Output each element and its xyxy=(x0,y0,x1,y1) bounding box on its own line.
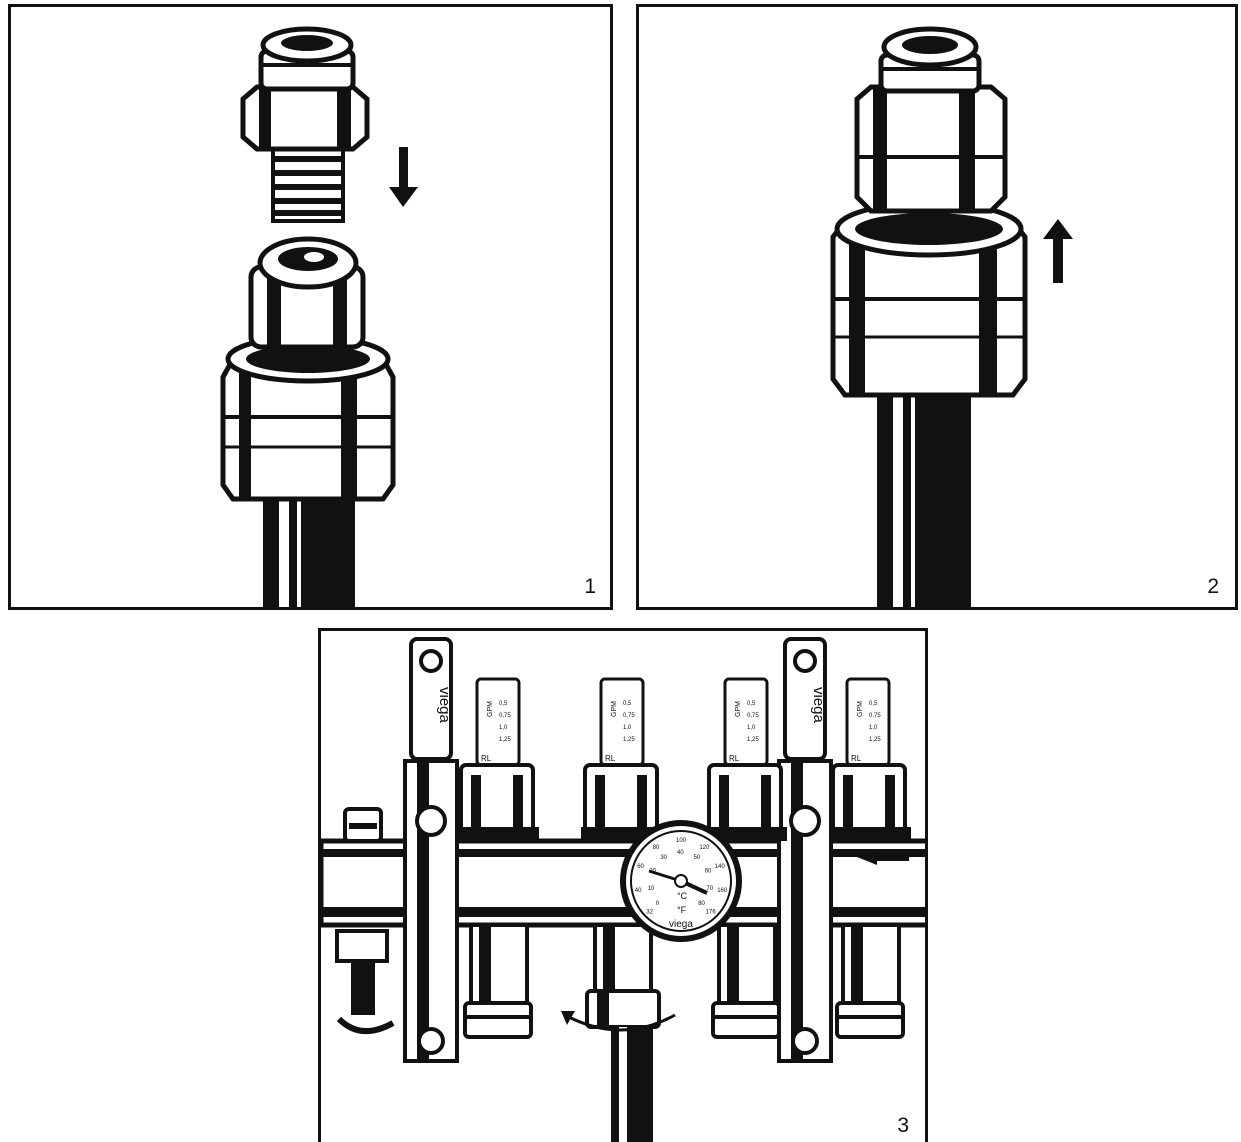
down-arrow-icon xyxy=(389,147,418,207)
svg-text:°F: °F xyxy=(677,905,687,915)
svg-text:RL: RL xyxy=(481,754,492,763)
svg-text:GPM: GPM xyxy=(735,701,742,717)
svg-text:0,5: 0,5 xyxy=(869,701,878,707)
svg-text:0,5: 0,5 xyxy=(747,701,756,707)
thermometer-outer-tick: 60 xyxy=(637,864,644,870)
thermometer-inner-tick: 60 xyxy=(705,869,712,875)
pipe-insert-illustration xyxy=(220,26,418,607)
svg-text:RL: RL xyxy=(851,754,862,763)
thermometer-gauge: 3240608010012014016017601020304050607080… xyxy=(620,820,742,942)
svg-text:1,25: 1,25 xyxy=(869,737,881,743)
svg-text:1,25: 1,25 xyxy=(747,737,759,743)
svg-text:0,75: 0,75 xyxy=(499,713,511,719)
thermometer-outer-tick: 120 xyxy=(699,845,710,851)
up-arrow-icon xyxy=(1043,219,1073,283)
flowmeter: GPM 0,5 0,75 1,0 1,25 RL xyxy=(581,677,663,841)
thermometer-inner-tick: 70 xyxy=(706,886,713,892)
step-1-panel: 1 xyxy=(8,4,613,610)
svg-text:viega: viega xyxy=(669,919,693,930)
svg-text:0,5: 0,5 xyxy=(623,701,632,707)
thermometer-inner-tick: 50 xyxy=(694,855,701,861)
svg-text:RL: RL xyxy=(729,754,740,763)
thermometer-outer-tick: 176 xyxy=(706,910,717,916)
bracket-brand-left: viega xyxy=(436,687,453,724)
thermometer-outer-tick: 100 xyxy=(676,838,687,844)
flowmeter: GPM 0,5 0,75 1,0 1,25 RL xyxy=(457,677,539,1039)
thermometer-inner-tick: 40 xyxy=(677,850,684,856)
fitting-connect-illustration xyxy=(830,26,1073,607)
svg-text:1,25: 1,25 xyxy=(499,737,511,743)
thermometer-outer-tick: 80 xyxy=(653,845,660,851)
svg-text:0,75: 0,75 xyxy=(747,713,759,719)
bracket-brand-right: viega xyxy=(810,687,827,724)
thermometer-inner-tick: 10 xyxy=(648,886,655,892)
step-2-panel: 2 xyxy=(636,4,1238,610)
svg-text:°C: °C xyxy=(677,891,688,901)
left-bracket xyxy=(403,637,459,1063)
thermometer-outer-tick: 140 xyxy=(715,864,726,870)
svg-text:1,0: 1,0 xyxy=(623,725,632,731)
right-bracket xyxy=(777,637,833,1063)
thermometer-outer-tick: 160 xyxy=(717,888,728,894)
svg-text:1,0: 1,0 xyxy=(869,725,878,731)
manifold-illustration: viega viega GPM 0,5 0,75 1,0 1,25 RL GPM… xyxy=(321,637,925,1142)
step-3-panel: viega viega GPM 0,5 0,75 1,0 1,25 RL GPM… xyxy=(318,628,928,1142)
flowmeter: GPM 0,5 0,75 1,0 1,25 RL xyxy=(705,677,787,1039)
svg-text:GPM: GPM xyxy=(857,701,864,717)
step-number: 2 xyxy=(1207,575,1219,598)
step-number: 3 xyxy=(897,1114,909,1137)
svg-text:1,0: 1,0 xyxy=(747,725,756,731)
flowmeter: GPM 0,5 0,75 1,0 1,25 RL xyxy=(829,677,911,1039)
flow-direction-arrow-icon xyxy=(857,849,909,865)
step-number: 1 xyxy=(584,575,596,598)
thermometer-inner-tick: 30 xyxy=(660,855,667,861)
svg-text:GPM: GPM xyxy=(487,701,494,717)
svg-text:1,25: 1,25 xyxy=(623,737,635,743)
thermometer-outer-tick: 32 xyxy=(646,910,653,916)
thermometer-inner-tick: 0 xyxy=(656,901,660,907)
thermometer-inner-tick: 80 xyxy=(698,901,705,907)
svg-text:0,75: 0,75 xyxy=(869,713,881,719)
svg-text:0,5: 0,5 xyxy=(499,701,508,707)
rotate-arrow-icon xyxy=(561,1011,676,1032)
svg-text:1,0: 1,0 xyxy=(499,725,508,731)
svg-text:0,75: 0,75 xyxy=(623,713,635,719)
svg-text:RL: RL xyxy=(605,754,616,763)
thermometer-outer-tick: 40 xyxy=(635,888,642,894)
svg-text:GPM: GPM xyxy=(611,701,618,717)
